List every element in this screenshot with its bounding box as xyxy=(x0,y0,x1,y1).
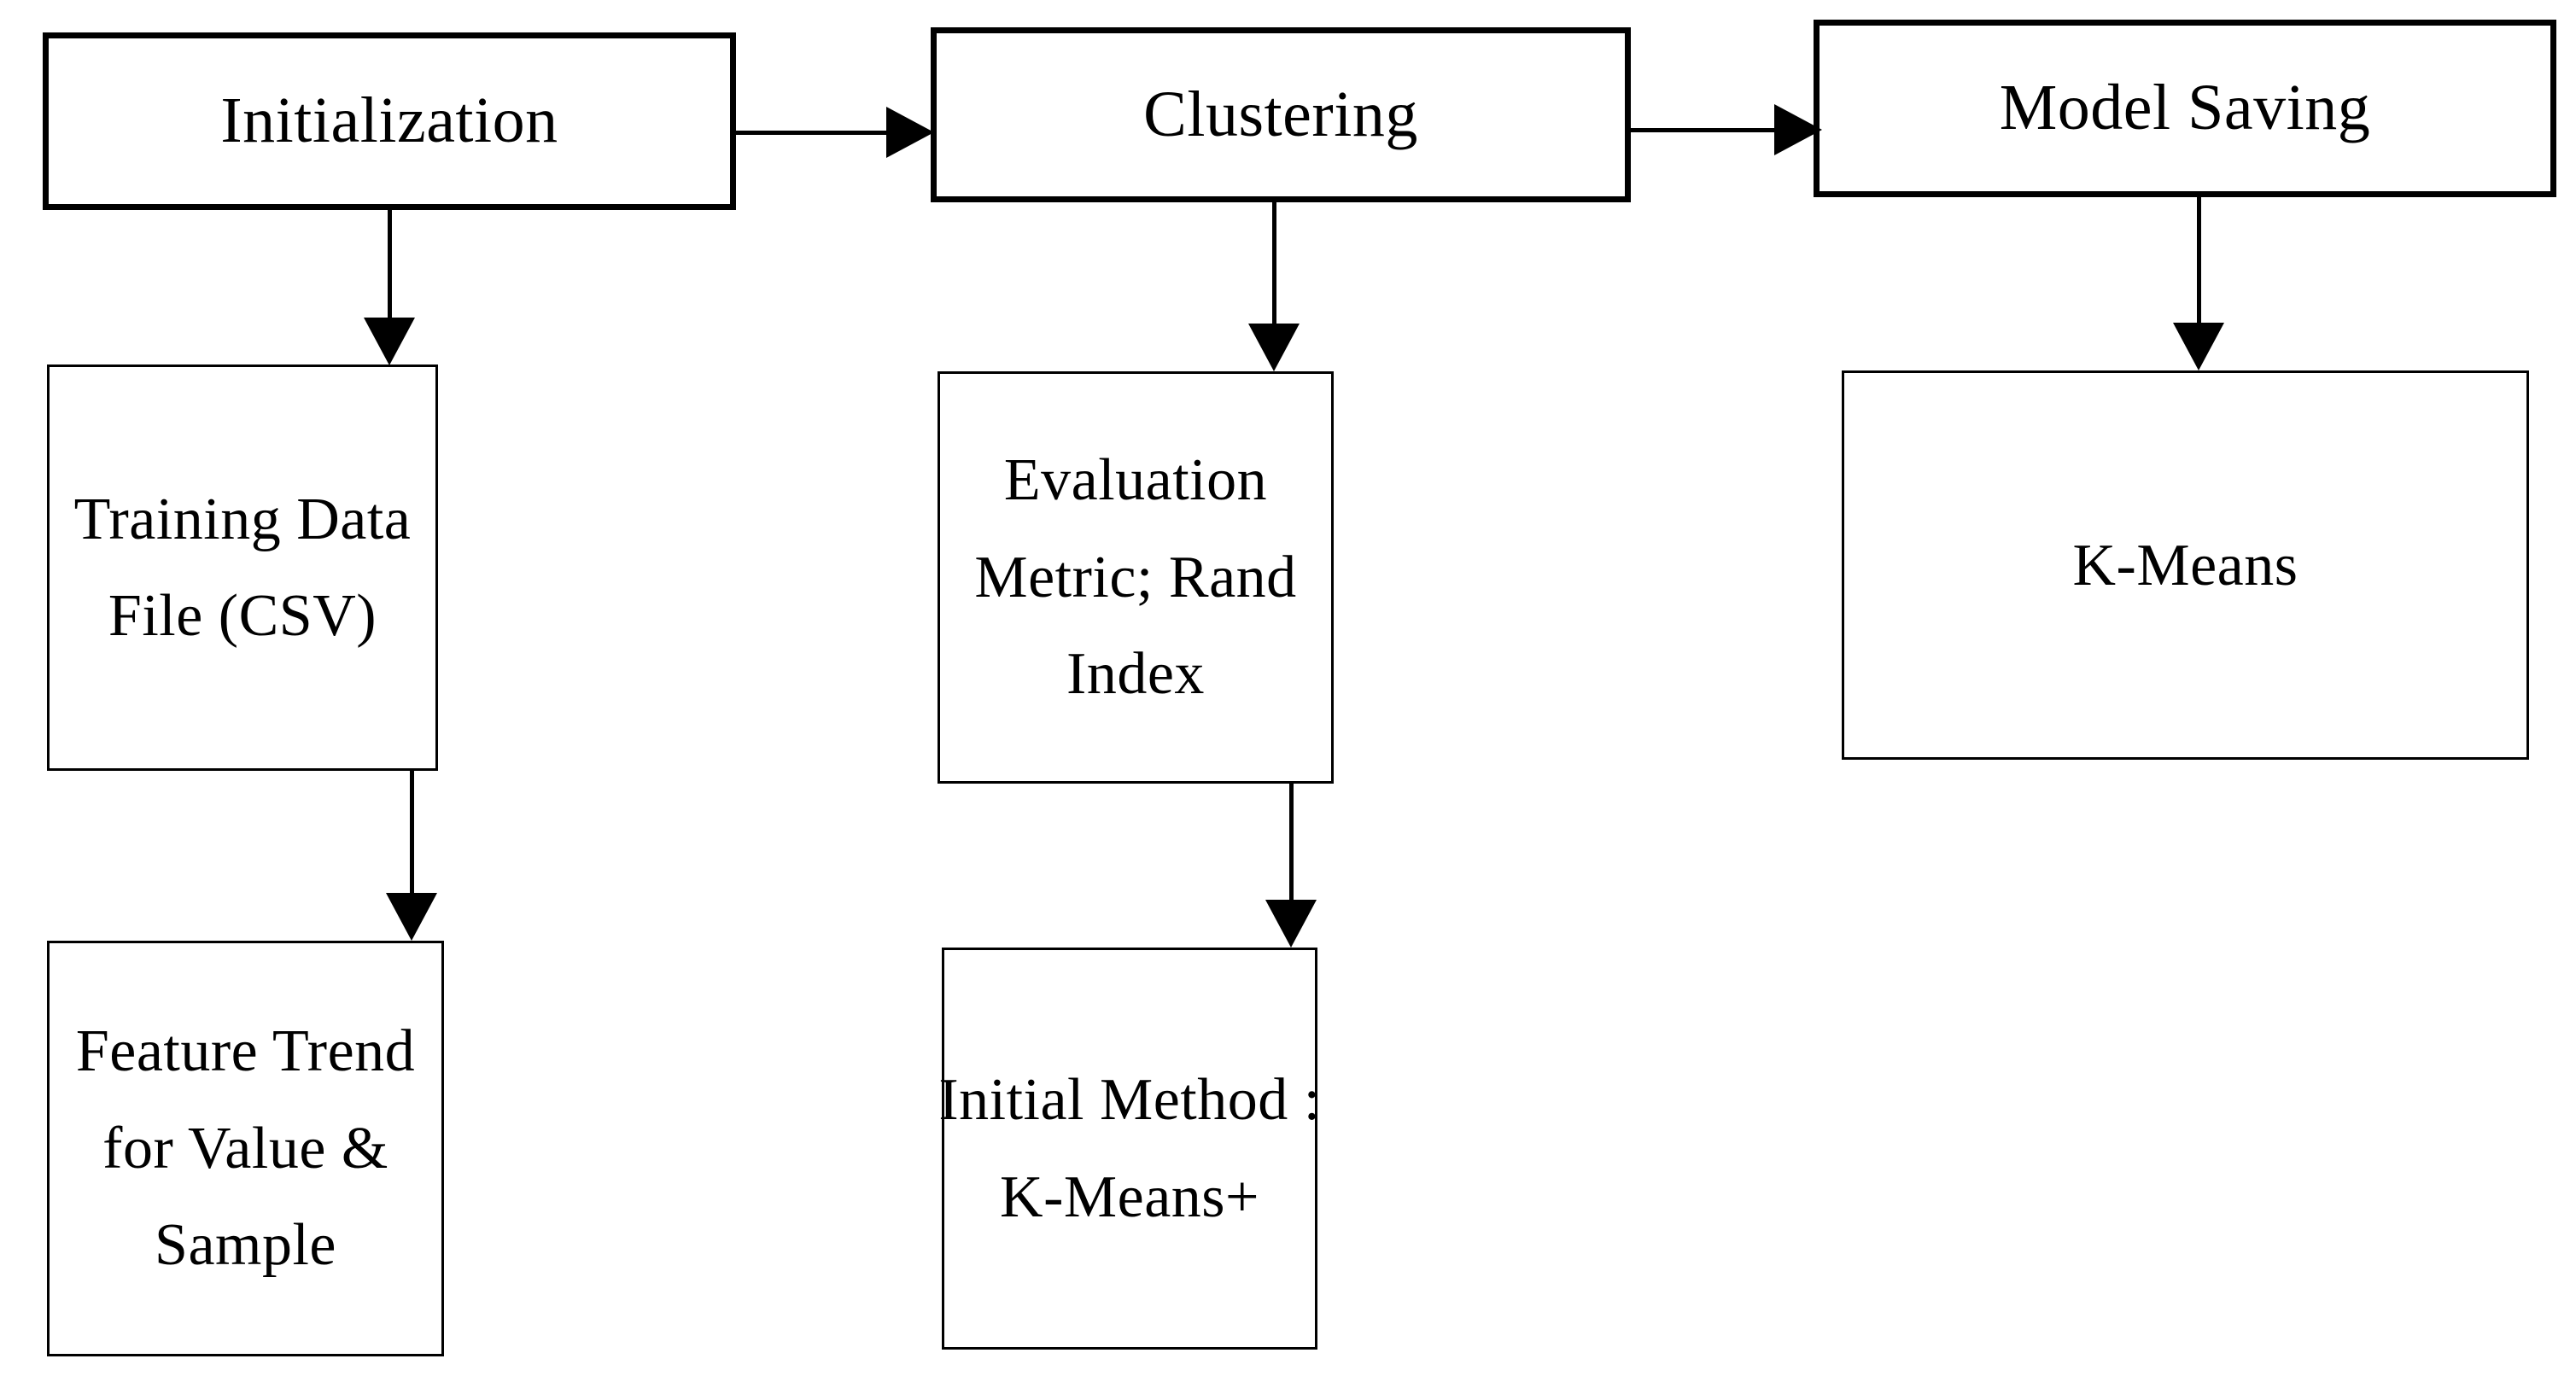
node-model-saving[interactable]: Model Saving xyxy=(1814,20,2556,197)
node-feature-trend-line-2: for Value & xyxy=(102,1115,388,1181)
arrow-shaft xyxy=(388,210,392,321)
node-k-means-label: K-Means xyxy=(2072,532,2299,598)
node-training-data-file-line-1: Training Data xyxy=(73,486,412,552)
arrow-head xyxy=(386,893,437,941)
arrow-clustering-to-evaluation-metric xyxy=(1248,202,1301,372)
arrow-head xyxy=(1248,324,1300,371)
node-training-data-file-line-2: File (CSV) xyxy=(108,583,377,649)
node-training-data-file[interactable]: Training Data File (CSV) xyxy=(47,364,438,771)
node-evaluation-metric-line-3: Index xyxy=(1066,641,1205,708)
node-evaluation-metric[interactable]: Evaluation Metric; Rand Index xyxy=(938,371,1334,784)
arrow-head xyxy=(2173,323,2224,370)
arrow-initialization-to-training-data xyxy=(364,210,417,365)
arrow-model-saving-to-k-means xyxy=(2173,197,2226,371)
arrow-training-data-to-feature-trend xyxy=(386,771,439,942)
node-model-saving-label: Model Saving xyxy=(1999,72,2371,144)
node-initialization[interactable]: Initialization xyxy=(43,32,736,210)
arrow-clustering-to-model-saving xyxy=(1631,104,1824,157)
arrow-shaft xyxy=(1631,128,1778,132)
node-clustering[interactable]: Clustering xyxy=(931,27,1631,202)
node-evaluation-metric-line-2: Metric; Rand xyxy=(974,544,1297,610)
arrow-shaft xyxy=(410,771,414,896)
arrow-evaluation-metric-to-initial-method xyxy=(1265,784,1318,948)
node-feature-trend[interactable]: Feature Trend for Value & Sample xyxy=(47,941,444,1356)
arrow-head xyxy=(886,107,934,158)
arrow-shaft xyxy=(2197,197,2201,326)
node-evaluation-metric-line-1: Evaluation xyxy=(1003,447,1268,514)
arrow-head xyxy=(364,318,415,365)
arrow-head xyxy=(1774,104,1822,155)
node-clustering-label: Clustering xyxy=(1143,78,1418,150)
node-initial-method-line-2: K-Means+ xyxy=(1000,1163,1259,1230)
node-feature-trend-line-1: Feature Trend xyxy=(75,1018,416,1085)
node-initial-method-line-1: Initial Method : xyxy=(938,1067,1321,1134)
arrow-shaft xyxy=(736,131,890,135)
node-initialization-label: Initialization xyxy=(220,85,558,157)
node-initial-method[interactable]: Initial Method : K-Means+ xyxy=(938,948,1320,1350)
arrow-shaft xyxy=(1289,784,1294,903)
arrow-initialization-to-clustering xyxy=(736,107,934,160)
arrow-shaft xyxy=(1272,202,1276,327)
arrow-head xyxy=(1265,900,1317,948)
node-feature-trend-line-3: Sample xyxy=(155,1212,336,1279)
node-k-means[interactable]: K-Means xyxy=(1842,370,2529,760)
